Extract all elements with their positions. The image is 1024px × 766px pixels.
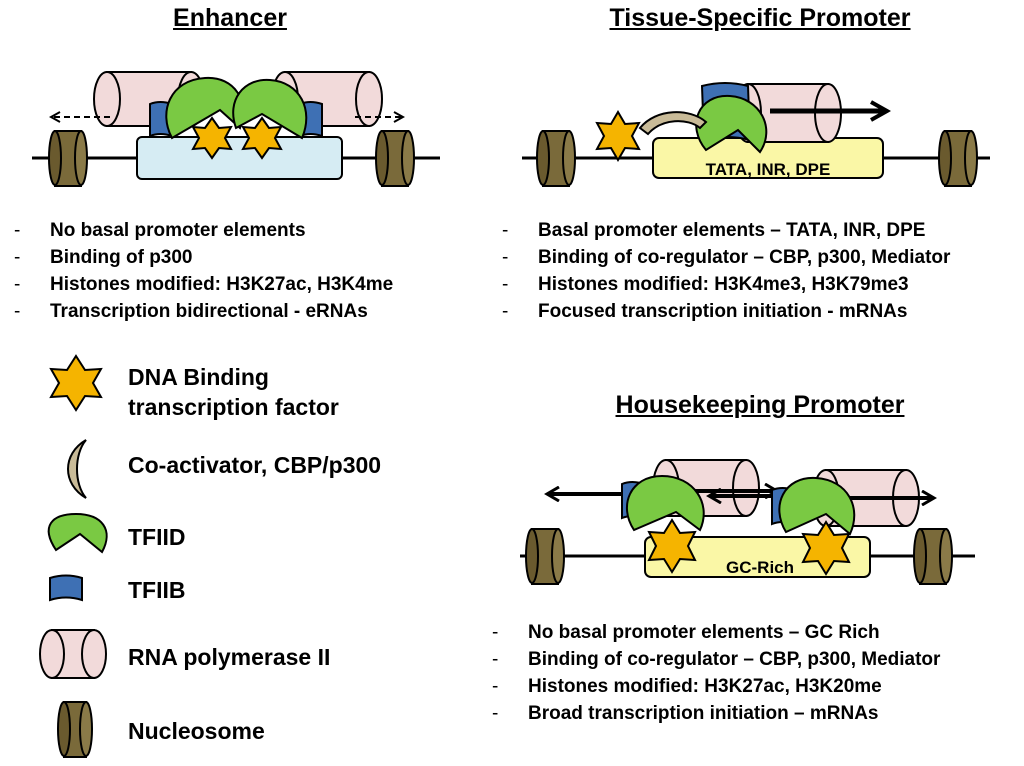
- legend-label-tf-line2: transcription factor: [128, 394, 339, 420]
- list-item: Binding of co-regulator – CBP, p300, Med…: [502, 244, 950, 271]
- list-item: Binding of p300: [14, 244, 393, 271]
- tfiid-icon: [165, 76, 245, 140]
- legend-rna-polymerase-icon: [39, 629, 107, 679]
- rna-polymerase-icon: [734, 83, 842, 143]
- housekeeping-title: Housekeeping Promoter: [615, 391, 905, 419]
- rna-polymerase-icon: [812, 469, 920, 527]
- legend-transcription-factor-star-icon: [49, 354, 103, 412]
- housekeeping-bullet-list: No basal promoter elements – GC Rich Bin…: [492, 619, 940, 727]
- rna-polymerase-icon: [652, 459, 760, 517]
- list-item: No basal promoter elements: [14, 217, 393, 244]
- list-item: No basal promoter elements – GC Rich: [492, 619, 940, 646]
- list-item: Focused transcription initiation - mRNAs: [502, 298, 950, 325]
- legend-tfiid-icon: [47, 512, 108, 554]
- legend-label-tf-line1: DNA Binding: [128, 364, 269, 390]
- legend-tfiib-icon: [49, 574, 83, 602]
- transcription-factor-star-icon: [595, 110, 641, 162]
- tfiib-icon: [771, 487, 795, 526]
- tfiid-icon: [625, 474, 705, 532]
- legend-label-nucleosome: Nucleosome: [128, 718, 265, 744]
- nucleosome-icon: [913, 528, 953, 585]
- transcription-factor-star-icon: [647, 518, 697, 574]
- rna-polymerase-icon: [93, 71, 205, 127]
- coactivator-icon: [638, 111, 708, 136]
- nucleosome-icon: [525, 528, 565, 585]
- list-item: Histones modified: H3K27ac, H3K4me: [14, 271, 393, 298]
- enhancer-region-box: [136, 136, 343, 180]
- legend-nucleosome-icon: [57, 701, 93, 758]
- tissue-specific-bullet-list: Basal promoter elements – TATA, INR, DPE…: [502, 217, 950, 325]
- legend-label-coactivator: Co-activator, CBP/p300: [128, 452, 382, 478]
- list-item: Broad transcription initiation – mRNAs: [492, 700, 940, 727]
- legend-coactivator-icon: [67, 439, 87, 499]
- enhancer-diagram: [32, 71, 440, 187]
- list-item: Binding of co-regulator – CBP, p300, Med…: [492, 646, 940, 673]
- tfiid-icon: [695, 94, 768, 154]
- legend-label-polii: RNA polymerase II: [128, 644, 331, 670]
- tfiid-icon: [232, 78, 308, 140]
- transcription-factor-star-icon: [801, 520, 851, 576]
- nucleosome-icon: [48, 130, 88, 187]
- list-item: Histones modified: H3K4me3, H3K79me3: [502, 271, 950, 298]
- gc-rich-region-box: [644, 536, 871, 578]
- transcription-factor-star-icon: [241, 116, 283, 160]
- tfiib-icon: [299, 101, 323, 138]
- tissue-specific-title: Tissue-Specific Promoter: [609, 4, 911, 32]
- list-item: Histones modified: H3K27ac, H3K20me: [492, 673, 940, 700]
- tata-inr-dpe-label: TATA, INR, DPE: [706, 160, 831, 179]
- promoter-region-box: [652, 137, 884, 179]
- gc-rich-label: GC-Rich: [726, 558, 794, 577]
- legend-label-tf: DNA Binding transcription factor: [128, 362, 339, 422]
- nucleosome-icon: [375, 130, 415, 187]
- tissue-specific-diagram: TATA, INR, DPE: [522, 82, 990, 187]
- legend-label-tfiid: TFIID: [128, 524, 186, 550]
- tfiib-icon: [621, 481, 645, 520]
- list-item: Basal promoter elements – TATA, INR, DPE: [502, 217, 950, 244]
- housekeeping-diagram: GC-Rich: [520, 459, 975, 585]
- tfiib-icon: [149, 101, 173, 138]
- enhancer-bullet-list: No basal promoter elements Binding of p3…: [14, 217, 393, 325]
- rna-polymerase-icon: [271, 71, 383, 127]
- tfiid-icon: [778, 476, 856, 536]
- legend-label-tfiib: TFIIB: [128, 577, 186, 603]
- legend: [39, 354, 108, 758]
- tfiib-icon: [700, 82, 752, 142]
- nucleosome-icon: [536, 130, 576, 187]
- nucleosome-icon: [938, 130, 978, 187]
- list-item: Transcription bidirectional - eRNAs: [14, 298, 393, 325]
- enhancer-title: Enhancer: [173, 4, 287, 32]
- transcription-factor-star-icon: [191, 116, 233, 160]
